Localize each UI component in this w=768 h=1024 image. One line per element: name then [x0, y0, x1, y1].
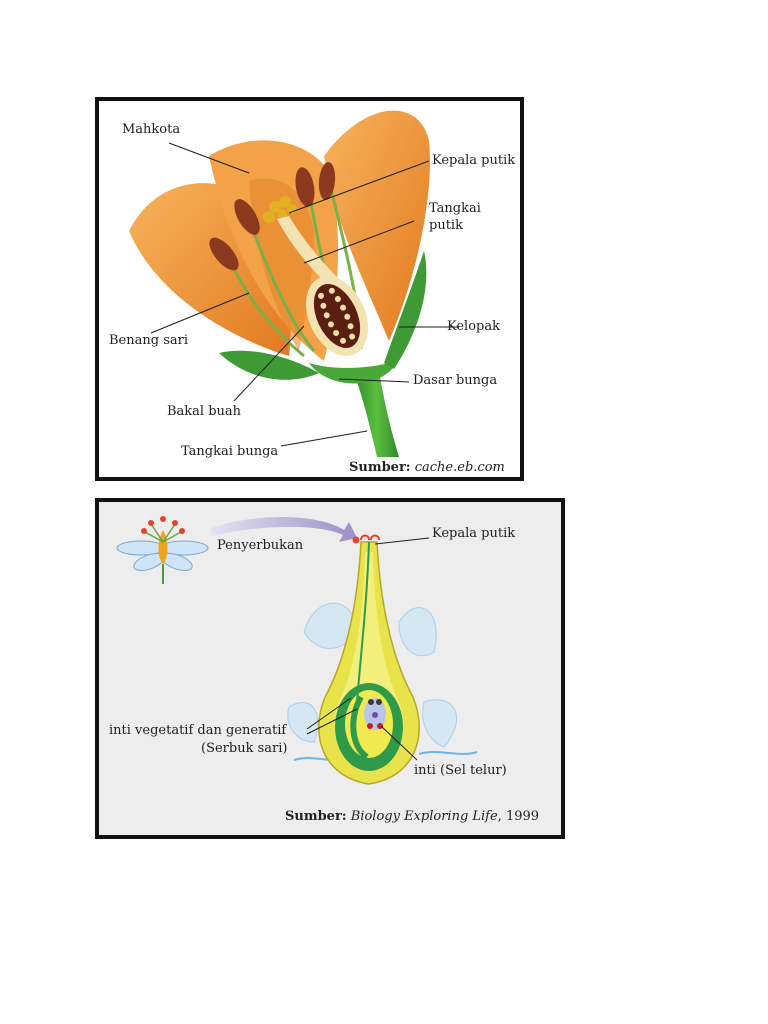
- label-kepala-putik: Kepala putik: [432, 153, 516, 168]
- label-inti-vegetatif: inti vegetatif dan generatif: [109, 723, 287, 738]
- label-kepala-putik-2: Kepala putik: [432, 526, 516, 541]
- sepal-left: [219, 350, 319, 380]
- source-name-2: Biology Exploring Life: [350, 809, 498, 824]
- label-serbuk-sari: (Serbuk sari): [201, 741, 288, 756]
- pistil-cross-section: [318, 534, 420, 785]
- faded-petals: [287, 602, 457, 748]
- source-credit-2: Sumber: Biology Exploring Life, 1999: [285, 809, 539, 824]
- source-credit-1: Sumber: cache.eb.com: [349, 460, 505, 475]
- label-dasar-bunga: Dasar bunga: [413, 373, 498, 388]
- leader-lines-1: [150, 142, 459, 447]
- source-prefix: Sumber:: [349, 460, 411, 475]
- pollination-illustration: [116, 516, 478, 785]
- flower-structure-panel: Mahkota Kepala putik Tangkai putik Kelop…: [95, 97, 524, 481]
- flower-stem: [354, 371, 399, 457]
- label-tangkai-putik-line2: putik: [429, 218, 463, 233]
- pollination-arrow: [211, 516, 357, 542]
- label-tangkai-bunga: Tangkai bunga: [181, 444, 279, 459]
- leader-lines-2: [306, 537, 430, 761]
- label-sel-telur: inti (Sel telur): [414, 763, 507, 778]
- source-prefix-2: Sumber:: [285, 809, 347, 824]
- receptacle: [309, 359, 399, 384]
- label-benang-sari: Benang sari: [109, 333, 188, 348]
- stigma: [263, 196, 297, 223]
- label-penyerbukan: Penyerbukan: [217, 538, 304, 553]
- small-flower: [116, 516, 209, 584]
- label-bakal-buah: Bakal buah: [167, 404, 242, 419]
- flower-illustration: [129, 110, 459, 457]
- ovary: [306, 276, 368, 356]
- pollination-panel: Penyerbukan Kepala putik inti vegetatif …: [95, 498, 565, 839]
- sepal-right: [384, 251, 427, 369]
- source-name: cache.eb.com: [414, 460, 505, 475]
- label-mahkota: Mahkota: [122, 122, 181, 137]
- source-year: , 1999: [497, 809, 540, 824]
- style: [277, 216, 339, 286]
- anthers: [209, 162, 336, 271]
- label-tangkai-putik-line1: Tangkai: [429, 201, 481, 216]
- label-kelopak: Kelopak: [447, 319, 500, 334]
- petal-back-right: [324, 110, 430, 341]
